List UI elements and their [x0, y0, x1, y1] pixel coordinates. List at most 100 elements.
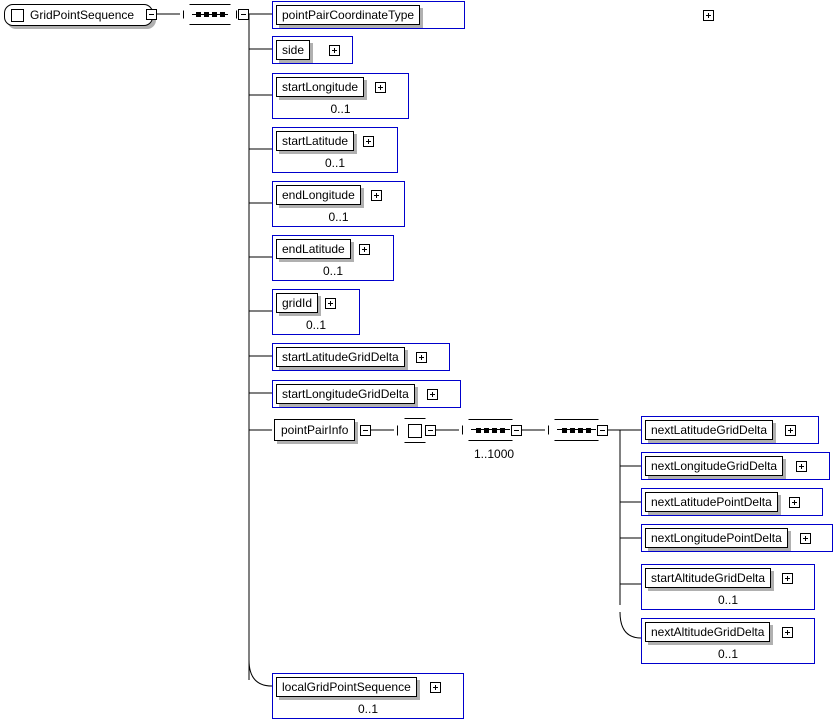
element-label: startLatitudeGridDelta: [282, 350, 399, 364]
sequence-2-collapse-toggle[interactable]: [597, 425, 608, 436]
element-label: pointPairInfo: [281, 423, 349, 437]
element-startlatitude[interactable]: startLatitude 0..1: [272, 127, 398, 173]
element-nextaltitudegriddelta[interactable]: nextAltitudeGridDelta 0..1: [641, 618, 815, 664]
sequence-dot-icon: [220, 12, 225, 17]
element-label: startLongitude: [282, 80, 359, 94]
element-label: nextAltitudeGridDelta: [651, 625, 765, 639]
root-element-gridpointsequence[interactable]: GridPointSequence: [4, 4, 153, 26]
element-label: nextLatitudeGridDelta: [651, 423, 768, 437]
element-label: startAltitudeGridDelta: [651, 571, 766, 585]
sequence-dot-icon: [586, 428, 591, 433]
element-startlongitude[interactable]: startLongitude 0..1: [272, 73, 409, 119]
element-startaltitudegriddelta[interactable]: startAltitudeGridDelta 0..1: [641, 564, 815, 610]
element-label-box: nextLatitudePointDelta: [645, 492, 778, 512]
expand-icon[interactable]: [371, 190, 382, 201]
element-label: localGridPointSequence: [282, 680, 411, 694]
sequence-dot-icon: [578, 428, 583, 433]
root-collapse-toggle[interactable]: [146, 9, 157, 20]
element-label: startLatitude: [282, 134, 349, 148]
sequence-dot-icon: [500, 428, 505, 433]
expand-icon[interactable]: [325, 298, 336, 309]
element-label-box: startLongitude: [276, 77, 365, 97]
element-endlongitude[interactable]: endLongitude 0..1: [272, 181, 405, 227]
sequence-dot-icon: [204, 12, 209, 17]
expand-icon[interactable]: [782, 627, 793, 638]
expand-icon[interactable]: [430, 682, 441, 693]
sequence-dot-icon: [476, 428, 481, 433]
sequence-dot-icon: [212, 12, 217, 17]
sequence-dot-icon: [562, 428, 567, 433]
element-pointpaircoordinatetype[interactable]: pointPairCoordinateType: [272, 1, 714, 29]
element-startlongitudegriddelta[interactable]: startLongitudeGridDelta: [272, 380, 461, 408]
expand-icon[interactable]: [329, 45, 340, 56]
element-label-box: nextLongitudeGridDelta: [645, 456, 784, 476]
element-side[interactable]: side: [272, 36, 353, 64]
expand-icon[interactable]: [363, 136, 374, 147]
element-nextlatitudegriddelta[interactable]: nextLatitudeGridDelta: [641, 416, 819, 444]
expand-icon[interactable]: [796, 461, 807, 472]
element-label: side: [282, 43, 305, 57]
element-label-box: startAltitudeGridDelta: [645, 568, 772, 588]
sequence-bar-icon: [557, 429, 596, 430]
occurrence-label: 0..1: [717, 647, 738, 661]
element-label-box: nextLongitudePointDelta: [645, 528, 788, 548]
element-label: startLongitudeGridDelta: [282, 387, 409, 401]
element-label: nextLongitudeGridDelta: [651, 459, 778, 473]
sequence-bar-icon: [192, 14, 228, 15]
sequence-1-collapse-toggle[interactable]: [511, 425, 522, 436]
sequence-dot-icon: [492, 428, 497, 433]
element-startlatitudegriddelta[interactable]: startLatitudeGridDelta: [272, 343, 450, 371]
occurrence-label: 0..1: [330, 102, 351, 116]
element-label-box: nextLatitudeGridDelta: [645, 420, 774, 440]
root-sequence-compositor[interactable]: [183, 4, 237, 25]
complex-type-collapse-toggle[interactable]: [425, 425, 436, 436]
element-gridid[interactable]: gridId 0..1: [272, 289, 360, 335]
expand-icon[interactable]: [800, 533, 811, 544]
occurrence-label: 0..1: [322, 264, 343, 278]
pointpairinfo-collapse-toggle[interactable]: [360, 425, 371, 436]
root-element-label: GridPointSequence: [30, 8, 135, 22]
element-nextlongitudepointdelta[interactable]: nextLongitudePointDelta: [641, 524, 833, 552]
element-label: endLatitude: [282, 242, 345, 256]
element-localgridpointsequence[interactable]: localGridPointSequence 0..1: [272, 673, 464, 719]
expand-icon[interactable]: [782, 573, 793, 584]
element-nextlongitudegriddelta[interactable]: nextLongitudeGridDelta: [641, 452, 830, 480]
complex-type-icon: [408, 424, 422, 438]
element-label-box: startLatitude: [276, 131, 355, 151]
expand-icon[interactable]: [785, 425, 796, 436]
element-label-box: localGridPointSequence: [276, 677, 417, 697]
cardinality-label: 1..1000: [474, 447, 515, 461]
sequence-bar-icon: [471, 429, 510, 430]
occurrence-label: 0..1: [357, 702, 378, 716]
expand-icon[interactable]: [375, 82, 386, 93]
element-label: nextLatitudePointDelta: [651, 495, 772, 509]
element-label: pointPairCoordinateType: [282, 8, 415, 22]
occurrence-label: 0..1: [305, 318, 326, 332]
expand-icon[interactable]: [789, 497, 800, 508]
sequence-dot-icon: [484, 428, 489, 433]
occurrence-label: 0..1: [324, 156, 345, 170]
element-label: endLongitude: [282, 188, 355, 202]
sequence-compositor-2[interactable]: [548, 419, 605, 441]
sequence-dot-icon: [570, 428, 575, 433]
expand-icon[interactable]: [703, 10, 714, 21]
element-label-box: nextAltitudeGridDelta: [645, 622, 771, 642]
element-label-box: startLatitudeGridDelta: [276, 347, 405, 367]
element-label-box: pointPairCoordinateType: [276, 5, 421, 25]
sequence-dot-icon: [196, 12, 201, 17]
element-square-icon: [11, 8, 24, 22]
expand-icon[interactable]: [416, 352, 427, 363]
element-pointpairinfo[interactable]: pointPairInfo: [274, 419, 356, 441]
element-label-box: endLongitude: [276, 185, 361, 205]
element-label-box: gridId: [276, 293, 319, 313]
element-label: gridId: [282, 296, 313, 310]
expand-icon[interactable]: [359, 244, 370, 255]
occurrence-label: 0..1: [717, 593, 738, 607]
element-label: nextLongitudePointDelta: [651, 531, 782, 545]
expand-icon[interactable]: [427, 389, 438, 400]
element-endlatitude[interactable]: endLatitude 0..1: [272, 235, 394, 281]
root-sequence-collapse-toggle[interactable]: [238, 9, 249, 20]
element-nextlatitudepointdelta[interactable]: nextLatitudePointDelta: [641, 488, 823, 516]
occurrence-label: 0..1: [328, 210, 349, 224]
